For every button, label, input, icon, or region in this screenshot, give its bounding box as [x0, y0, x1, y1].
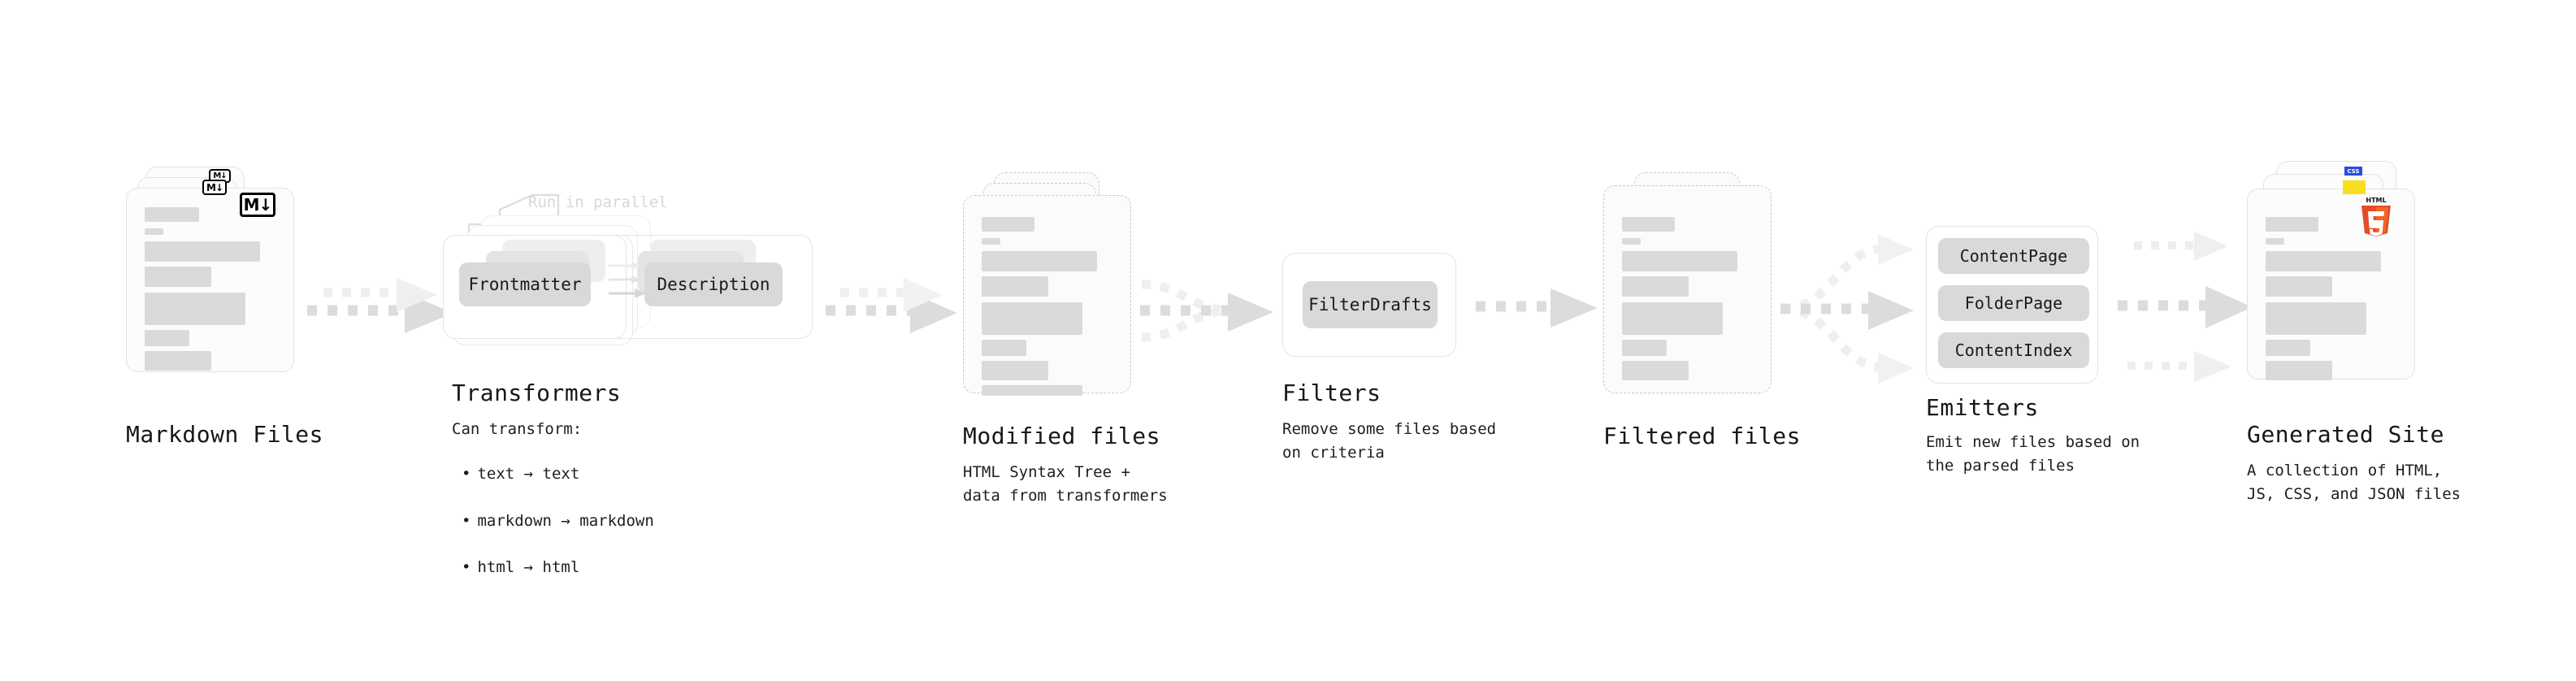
- skeleton-bar: [2266, 217, 2318, 232]
- markdown-icon: M↓: [240, 193, 275, 217]
- modified-file-front: [963, 195, 1131, 396]
- skeleton-bar: [1622, 238, 1641, 245]
- skeleton-bar: [145, 228, 163, 235]
- markdown-file-front: [126, 188, 294, 372]
- emitter-chip-label: ContentIndex: [1954, 340, 2073, 360]
- skeleton-bar: [2266, 238, 2284, 245]
- emitter-chip-contentindex[interactable]: ContentIndex: [1938, 332, 2089, 368]
- markdown-icon-label: M↓: [213, 171, 227, 180]
- skeleton-bar: [982, 340, 1026, 356]
- skeleton-bar: [2266, 340, 2310, 356]
- skeleton-bar: [1622, 302, 1723, 335]
- skeleton-bar: [145, 207, 199, 222]
- emitter-chip-contentpage[interactable]: ContentPage: [1938, 238, 2089, 274]
- generated-site-desc: A collection of HTML, JS, CSS, and JSON …: [2247, 462, 2461, 503]
- filtered-file-front: [1603, 185, 1772, 393]
- skeleton-bar: [2266, 302, 2366, 335]
- skeleton-bar: [982, 385, 1082, 396]
- filter-chip-filterdrafts[interactable]: FilterDrafts: [1303, 281, 1438, 328]
- flow-arrow-3: [1140, 280, 1273, 342]
- transformer-inner-arrows: [609, 262, 646, 298]
- stage-title-filtered-files: Filtered files: [1603, 423, 1802, 449]
- flow-arrow-6: [2118, 232, 2253, 382]
- filters-box: FilterDrafts: [1282, 253, 1456, 357]
- javascript-icon: [2343, 180, 2366, 194]
- transformers-desc: Can transform:: [452, 420, 583, 438]
- stage-title-markdown-files: Markdown Files: [126, 421, 324, 448]
- emitter-chip-label: FolderPage: [1964, 293, 2063, 313]
- skeleton-bar: [145, 351, 211, 371]
- skeleton-bar: [982, 276, 1048, 297]
- skeleton-bar: [2266, 361, 2332, 380]
- filters-desc: Remove some files based on criteria: [1282, 420, 1497, 462]
- flow-arrow-5: [1780, 234, 1914, 384]
- filter-chip-label: FilterDrafts: [1308, 295, 1432, 314]
- flow-arrow-4: [1476, 288, 1598, 327]
- skeleton-bar: [982, 361, 1048, 380]
- stage-title-generated-site: Generated Site: [2247, 421, 2445, 448]
- run-in-parallel-label: Run in parallel: [528, 193, 668, 211]
- skeleton-bar: [1622, 217, 1675, 232]
- stage-title-transformers: Transformers: [452, 380, 622, 406]
- transformer-chip-description[interactable]: Description: [644, 262, 783, 306]
- markdown-icon: M↓: [202, 180, 227, 195]
- transformer-bullet: text → text: [462, 462, 654, 486]
- skeleton-bar: [982, 217, 1034, 232]
- run-in-parallel-bracket: [467, 193, 560, 237]
- skeleton-bar: [1622, 361, 1689, 380]
- modified-files-desc: HTML Syntax Tree + data from transformer…: [963, 463, 1168, 505]
- skeleton-bar: [982, 238, 1000, 245]
- stage-title-emitters: Emitters: [1926, 394, 2039, 421]
- transformers-bullets: text → text markdown → markdown html → h…: [462, 439, 654, 603]
- flow-arrow-1: [307, 278, 453, 333]
- skeleton-bar: [2266, 251, 2381, 271]
- skeleton-bar: [145, 267, 211, 287]
- skeleton-bar: [1622, 276, 1689, 297]
- markdown-icon-label: M↓: [206, 181, 223, 193]
- html5-icon: HTML: [2361, 197, 2391, 236]
- transformers-box-outer: [443, 235, 813, 339]
- flow-arrow-2: [826, 278, 957, 333]
- emitter-chip-label: ContentPage: [1959, 246, 2068, 266]
- skeleton-bar: [1622, 340, 1667, 356]
- transformer-bullet: markdown → markdown: [462, 510, 653, 533]
- emitters-desc: Emit new files based on the parsed files: [1926, 433, 2140, 475]
- skeleton-bar: [982, 302, 1082, 335]
- skeleton-bar: [145, 330, 189, 346]
- transformer-chip-label: Frontmatter: [468, 275, 582, 294]
- skeleton-bar: [145, 241, 260, 262]
- skeleton-bar: [2266, 276, 2332, 297]
- skeleton-bar: [145, 293, 245, 325]
- transformer-chip-frontmatter[interactable]: Frontmatter: [459, 262, 591, 306]
- markdown-icon-label: M↓: [243, 195, 273, 215]
- css3-icon-label: CSS: [2347, 168, 2360, 175]
- emitters-box: ContentPage FolderPage ContentIndex: [1926, 226, 2098, 384]
- svg-text:HTML: HTML: [2366, 197, 2386, 204]
- stage-title-modified-files: Modified files: [963, 423, 1161, 449]
- skeleton-bar: [1622, 251, 1737, 271]
- css3-icon: CSS: [2344, 167, 2362, 176]
- transformer-bullet: html → html: [462, 556, 654, 579]
- skeleton-bar: [982, 251, 1097, 271]
- emitter-chip-folderpage[interactable]: FolderPage: [1938, 285, 2089, 321]
- stage-title-filters: Filters: [1282, 380, 1381, 406]
- transformer-chip-label: Description: [657, 275, 770, 294]
